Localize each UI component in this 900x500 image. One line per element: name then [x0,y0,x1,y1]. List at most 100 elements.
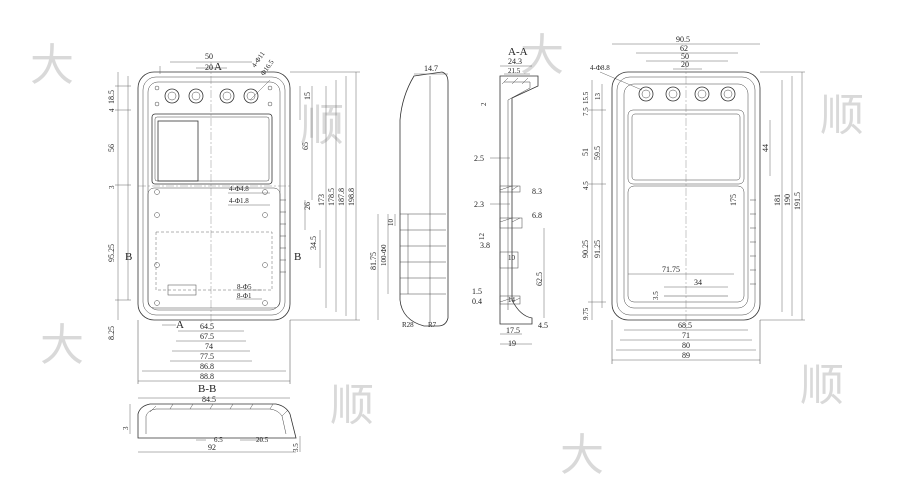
dim-label: 1.5 [472,287,482,296]
dim-label: 9.75 [582,307,590,320]
dim-label: 13 [594,93,602,101]
dim-label: 4 [108,108,116,112]
watermark-glyph: 顺 [800,360,844,411]
dim-label: 0.4 [472,297,482,306]
side-view: 14.7 10 100-Φ0 81.75 R28 R7 [369,64,449,329]
dim-label: 20.5 [256,436,269,444]
dim-label: 88.8 [200,372,214,381]
dim-label: 64.5 [200,322,214,331]
dim-label: 3 [122,426,130,430]
dim-label: 4-Φ1.8 [229,197,249,205]
dim-label: 175 [729,194,738,206]
dim-label: 80 [682,341,690,350]
dim-label: 68.5 [678,321,692,330]
section-marker-b-left: B [125,251,132,263]
dim-label: 21.5 [508,67,521,75]
dim-label: 10 [387,219,395,227]
dim-label: 6.5 [214,436,223,444]
dim-label: 191.5 [793,192,802,210]
watermark-glyph: 大 [40,320,84,371]
dim-label: 6.8 [532,211,542,220]
dim-label: 8-Φ5 [237,283,252,291]
dim-label: 50 [681,52,689,61]
dim-label: 20 [681,60,689,69]
dim-label: 3.5 [292,443,300,452]
dim-label: 90.5 [676,35,690,44]
dim-label: 14 [508,296,516,304]
dim-label: 95.25 [107,244,116,262]
dim-label: 15.5 [582,91,590,104]
dim-label: 92 [208,443,216,452]
dim-label: 65 [301,142,310,150]
dim-label: 18.5 [107,90,116,104]
dim-label: 3.5 [652,291,660,300]
dim-label: 20 [205,63,213,72]
dim-label: 59.5 [593,146,602,160]
dim-label: 62 [680,44,688,53]
dim-label: 15 [303,92,312,100]
dim-label: R28 [402,321,414,329]
dim-label: 2.5 [474,154,484,163]
dim-label: 7.5 [582,107,590,116]
section-bb-hatch [149,403,289,417]
front-view: A A B B 50 20 4-Φ11 Φ16.5 18.5 4 56 3 95… [107,50,360,384]
dim-label: 173 [317,194,326,206]
dim-label: 8-Φ1 [237,292,252,300]
dim-label: 56 [107,144,116,152]
section-bb-view: B-B 84.5 3 6.5 20.5 92 3.5 [122,383,301,453]
dim-label: 44 [761,144,770,152]
dim-label: 77.5 [200,352,214,361]
dim-label: 86.8 [200,362,214,371]
dim-label: 67.5 [200,332,214,341]
watermark-glyph: 大 [520,30,564,81]
dim-label: 12 [478,233,486,241]
watermark-glyph: 大 [560,430,604,481]
back-view-ribs [750,199,756,285]
dim-label: 91.25 [593,240,602,258]
watermark-glyph: 大 [30,40,74,91]
dim-label: 8.25 [107,326,116,340]
watermark-glyph: 顺 [300,100,344,151]
dim-label: 19 [508,339,516,348]
dim-label: 51 [581,148,590,156]
dim-label: R7 [428,321,437,329]
dim-label: 24.3 [508,57,522,66]
dim-label: 89 [682,351,690,360]
dim-label: 50 [205,52,213,61]
side-view-ribs [400,213,446,295]
section-marker-a-top: A [214,61,222,73]
watermark-glyph: 顺 [820,90,864,141]
section-title-aa: A-A [508,46,528,58]
dim-label: 81.75 [369,252,378,270]
dim-label: 190 [783,194,792,206]
section-marker-a-bottom: A [176,319,184,331]
section-title-bb: B-B [198,383,216,395]
dim-label: 181 [773,194,782,206]
section-marker-b-right: B [294,251,301,263]
dim-label: 62.5 [535,272,544,286]
dim-label: 100-Φ0 [380,244,388,266]
dim-label: 178.5 [327,188,336,206]
dim-label: 34 [694,278,702,287]
dim-label: 187.8 [337,188,346,206]
dim-label: 71 [682,331,690,340]
dim-label: 3.8 [480,241,490,250]
dim-label: 14.7 [424,64,438,73]
dim-label: 2 [480,102,488,106]
dim-label: 3 [108,185,116,189]
dim-label: 74 [205,342,213,351]
watermark-glyph: 顺 [330,380,374,431]
section-aa-view: A-A 24.3 21.5 2 2.5 2.3 12 3.8 1.5 0.4 [472,46,548,348]
dim-label: 84.5 [202,395,216,404]
dim-label: 10 [508,254,516,262]
dim-label: 34.5 [309,236,318,250]
back-view: 90.5 62 50 20 4-Φ8.8 15.5 7.5 13 51 59.5… [581,35,805,364]
dim-label: 71.75 [662,265,680,274]
dim-label: 8.3 [532,187,542,196]
section-aa-hatch [499,77,529,303]
dim-label: 4-Φ8.8 [590,64,610,72]
watermark: 大 顺 大 顺 大 顺 大 顺 [30,30,864,481]
dim-label: 4-Φ4.8 [229,185,249,193]
dim-label: 90.25 [581,240,590,258]
